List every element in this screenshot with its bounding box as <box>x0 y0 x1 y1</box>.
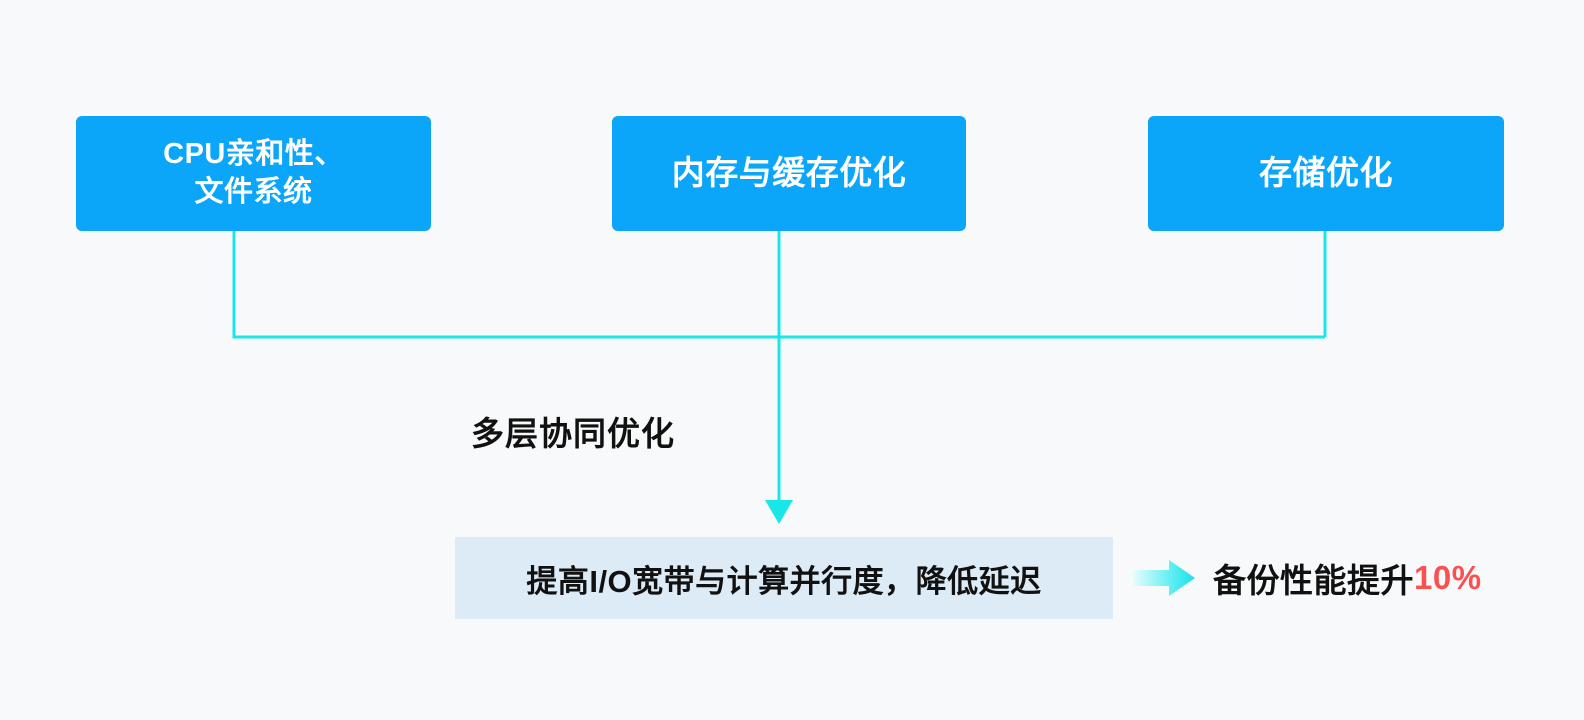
source-box-storage-label: 存储优化 <box>1259 154 1393 192</box>
mid-caption-label: 多层协同优化 <box>471 415 675 452</box>
source-box-cpu-line1: CPU亲和性、 <box>163 138 344 171</box>
result-box: 提高I/O宽带与计算并行度，降低延迟 <box>455 537 1113 619</box>
source-box-memory-cache-optimization[interactable]: 内存与缓存优化 <box>612 116 966 231</box>
outcome-value: 10% <box>1414 559 1482 596</box>
source-box-cpu-line2: 文件系统 <box>194 175 313 208</box>
source-box-cpu-affinity-filesystem[interactable]: CPU亲和性、 文件系统 <box>76 116 431 231</box>
outcome-row: 备份性能提升 10% <box>1133 548 1482 608</box>
down-arrow-icon <box>765 500 793 524</box>
source-box-memory-label: 内存与缓存优化 <box>671 154 907 192</box>
source-box-storage-optimization[interactable]: 存储优化 <box>1148 116 1504 231</box>
result-text: 提高I/O宽带与计算并行度，降低延迟 <box>526 563 1042 599</box>
connector-left-to-bus <box>232 231 1325 339</box>
right-arrow-icon <box>1133 560 1195 596</box>
source-box-cpu-label: CPU亲和性、 文件系统 <box>163 136 344 210</box>
outcome-label: 备份性能提升 <box>1213 562 1414 599</box>
